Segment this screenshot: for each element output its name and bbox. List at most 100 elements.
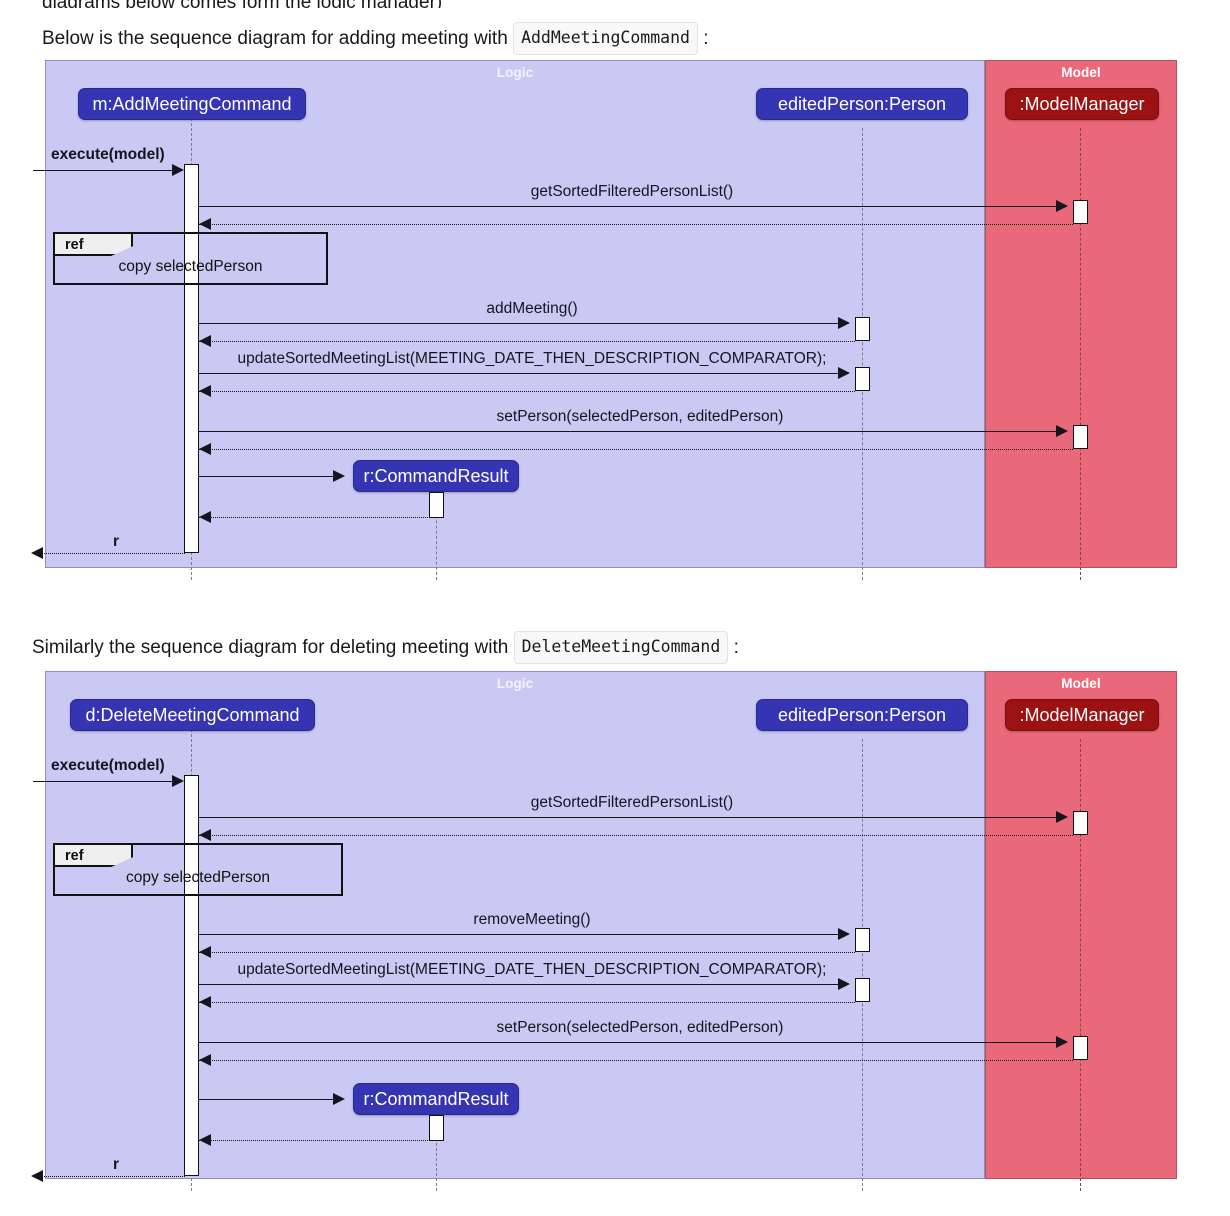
- ref-fragment-tag: ref: [55, 234, 133, 256]
- message-arrow-add-meeting: [838, 317, 850, 329]
- participant-model-manager[interactable]: :ModelManager: [1005, 88, 1159, 120]
- message-arrow-create-command-result-2: [333, 1093, 345, 1105]
- participant-command-result-label-2: r:CommandResult: [363, 1089, 509, 1109]
- partition-logic-title-2: Logic: [496, 676, 534, 691]
- message-arrow-return-remove-meeting: [199, 946, 211, 958]
- message-line-return-command-result: [199, 517, 430, 518]
- message-arrow-return-set-person-2: [199, 1054, 211, 1066]
- activation-command-2: [184, 775, 199, 1176]
- participant-command-result[interactable]: r:CommandResult: [353, 460, 519, 492]
- message-arrow-return-command-result: [199, 511, 211, 523]
- message-arrow-execute: [172, 164, 184, 176]
- message-arrow-set-person: [1056, 425, 1068, 437]
- sequence-diagram-delete-meeting: Logic Model d:DeleteMeetingCommand edite…: [31, 671, 1177, 1201]
- message-line-get-sorted-filtered-person-list-2: [199, 817, 1060, 818]
- lifeline-edited-person-2: [862, 739, 863, 1191]
- message-line-result-r-2: [33, 1176, 185, 1177]
- participant-edited-person-label-2: editedPerson:Person: [777, 705, 947, 725]
- activation-command: [184, 164, 199, 553]
- lifeline-command-result: [436, 500, 437, 580]
- message-arrow-execute-2: [172, 775, 184, 787]
- participant-delete-meeting-command[interactable]: d:DeleteMeetingCommand: [70, 699, 315, 731]
- message-arrow-return-add-meeting: [199, 335, 211, 347]
- message-line-return-remove-meeting: [199, 952, 855, 953]
- message-arrow-result-r-2: [31, 1170, 43, 1182]
- participant-add-meeting-command-label: m:AddMeetingCommand: [92, 94, 292, 114]
- activation-edited-person-2-1: [855, 928, 870, 952]
- activation-edited-person-2: [855, 367, 870, 391]
- activation-command-result: [429, 492, 444, 518]
- intro-delete-line: Similarly the sequence diagram for delet…: [32, 631, 739, 664]
- participant-edited-person[interactable]: editedPerson:Person: [756, 88, 968, 120]
- message-label-result-r-2: r: [113, 1156, 120, 1173]
- ref-fragment-copy-selected-person-2: ref copy selectedPerson: [53, 843, 343, 896]
- participant-add-meeting-command[interactable]: m:AddMeetingCommand: [78, 88, 306, 120]
- partition-model-2: Model: [985, 671, 1177, 1179]
- participant-command-result-2[interactable]: r:CommandResult: [353, 1083, 519, 1115]
- message-line-return-command-result-2: [199, 1140, 430, 1141]
- message-line-create-command-result-2: [199, 1099, 337, 1100]
- message-line-result-r: [33, 553, 185, 554]
- message-label-set-person: setPerson(selectedPerson, editedPerson): [496, 408, 784, 425]
- partition-model-title: Model: [1061, 65, 1101, 80]
- message-label-get-sorted-filtered-person-list-2: getSortedFilteredPersonList(): [530, 794, 734, 811]
- message-line-set-person: [199, 431, 1060, 432]
- message-line-set-person-2: [199, 1042, 1060, 1043]
- ref-fragment-body: copy selectedPerson: [118, 258, 263, 275]
- message-arrow-result-r: [31, 547, 43, 559]
- message-arrow-return-command-result-2: [199, 1134, 211, 1146]
- activation-model-manager-2-2: [1073, 1036, 1088, 1060]
- message-label-add-meeting: addMeeting(): [486, 300, 578, 317]
- activation-edited-person-1: [855, 317, 870, 341]
- message-line-update-sorted-meeting-list-2: [199, 984, 842, 985]
- activation-model-manager-2: [1073, 425, 1088, 449]
- participant-edited-person-2[interactable]: editedPerson:Person: [756, 699, 968, 731]
- message-arrow-get-sorted-filtered-person-list: [1056, 200, 1068, 212]
- message-line-return-person-list: [199, 224, 1073, 225]
- ref-fragment-copy-selected-person: ref copy selectedPerson: [53, 232, 328, 285]
- message-label-remove-meeting: removeMeeting(): [473, 911, 591, 928]
- message-line-create-command-result: [199, 476, 337, 477]
- activation-edited-person-2-2: [855, 978, 870, 1002]
- message-line-add-meeting: [199, 323, 842, 324]
- intro-delete-suffix: :: [733, 637, 739, 658]
- message-arrow-return-person-list-2: [199, 829, 211, 841]
- partition-logic-title: Logic: [496, 65, 534, 80]
- message-label-set-person-2: setPerson(selectedPerson, editedPerson): [496, 1019, 784, 1036]
- message-line-return-add-meeting: [199, 341, 855, 342]
- lifeline-edited-person: [862, 128, 863, 580]
- message-label-get-sorted-filtered-person-list: getSortedFilteredPersonList(): [530, 183, 734, 200]
- delete-meeting-command-code: DeleteMeetingCommand: [513, 631, 729, 664]
- intro-cut-line: diagrams below comes form the logic mana…: [42, 0, 442, 8]
- message-line-remove-meeting: [199, 934, 842, 935]
- message-label-update-sorted-meeting-list-2: updateSortedMeetingList(MEETING_DATE_THE…: [237, 961, 827, 978]
- lifeline-model-manager: [1080, 128, 1081, 580]
- message-line-return-person-list-2: [199, 835, 1073, 836]
- participant-model-manager-label-2: :ModelManager: [1019, 705, 1145, 725]
- participant-delete-meeting-command-label: d:DeleteMeetingCommand: [85, 705, 300, 725]
- message-line-return-set-person: [199, 449, 1073, 450]
- message-arrow-return-update-sorted-meeting-list-2: [199, 996, 211, 1008]
- message-line-return-set-person-2: [199, 1060, 1073, 1061]
- intro-delete-prefix: Similarly the sequence diagram for delet…: [32, 637, 509, 658]
- participant-model-manager-2[interactable]: :ModelManager: [1005, 699, 1159, 731]
- add-meeting-command-code: AddMeetingCommand: [513, 22, 698, 55]
- message-line-update-sorted-meeting-list: [199, 373, 842, 374]
- intro-add-prefix: Below is the sequence diagram for adding…: [42, 28, 508, 49]
- message-label-update-sorted-meeting-list: updateSortedMeetingList(MEETING_DATE_THE…: [237, 350, 827, 367]
- lifeline-model-manager-2: [1080, 739, 1081, 1191]
- message-arrow-update-sorted-meeting-list-2: [838, 978, 850, 990]
- message-arrow-update-sorted-meeting-list: [838, 367, 850, 379]
- activation-command-result-2: [429, 1115, 444, 1141]
- intro-add-line: Below is the sequence diagram for adding…: [42, 22, 709, 55]
- message-line-execute-2: [33, 781, 177, 782]
- message-label-result-r: r: [113, 533, 120, 550]
- message-arrow-set-person-2: [1056, 1036, 1068, 1048]
- lifeline-command-result-2: [436, 1123, 437, 1191]
- message-label-execute-2: execute(model): [51, 757, 165, 774]
- sequence-diagram-add-meeting: Logic Model m:AddMeetingCommand editedPe…: [31, 60, 1177, 580]
- intro-cut-line-text: diagrams below comes form the logic mana…: [42, 0, 442, 8]
- message-label-execute: execute(model): [51, 146, 165, 163]
- message-line-return-update-sorted-meeting-list-2: [199, 1002, 855, 1003]
- ref-fragment-body-2: copy selectedPerson: [126, 869, 270, 886]
